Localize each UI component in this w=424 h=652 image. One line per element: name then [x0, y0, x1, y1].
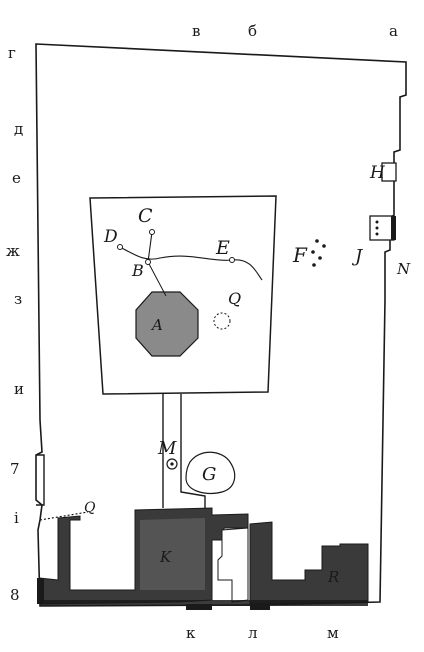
label-seven: 7: [10, 460, 20, 478]
building-middle-gap: [217, 527, 249, 603]
connector-line-a: [147, 261, 167, 297]
dot-f1: [315, 239, 319, 243]
step-segment-2: [250, 604, 270, 610]
dot-f2: [322, 244, 326, 248]
letter-b: B: [131, 261, 144, 280]
building-h: [381, 162, 397, 182]
courtyard: [89, 195, 277, 395]
building-j: [369, 215, 395, 241]
point-c: [149, 229, 155, 235]
label-b: б: [248, 22, 257, 40]
letter-g: G: [202, 464, 216, 485]
j-dot1: [375, 220, 379, 224]
label-l: л: [248, 624, 258, 642]
letter-a: A: [150, 316, 163, 334]
label-m: м: [327, 624, 339, 642]
dot-f4: [318, 256, 322, 260]
dot-f3: [311, 250, 315, 254]
letter-c: C: [138, 205, 153, 227]
label-g: г: [8, 44, 16, 62]
label-zh: ж: [6, 242, 20, 260]
label-k: к: [186, 624, 196, 642]
label-a: а: [389, 22, 398, 40]
letter-e: E: [215, 237, 230, 259]
letter-q-left: Q: [84, 500, 96, 516]
connector-line: [119, 246, 263, 281]
letter-r: R: [327, 568, 339, 586]
point-e: [229, 257, 235, 263]
letter-j: J: [351, 246, 364, 267]
octagon-a: [135, 291, 199, 357]
step-segment: [186, 604, 212, 610]
j-dot3: [375, 232, 379, 236]
left-wall-bar: [37, 578, 44, 604]
bottom-wall: [40, 600, 368, 606]
outer-boundary: [35, 43, 407, 607]
passage: [162, 394, 206, 510]
label-i-dec: i: [14, 509, 19, 527]
label-d: д: [14, 120, 23, 138]
building-west-inner: [140, 518, 205, 590]
dot-f5: [312, 263, 316, 267]
letter-k: K: [159, 548, 172, 566]
left-notch: [36, 454, 45, 506]
label-z: з: [14, 290, 22, 308]
well-m-dot: [170, 462, 174, 466]
blob-g: [185, 451, 236, 495]
letter-m: M: [157, 438, 177, 459]
label-v: в: [192, 22, 200, 40]
letter-f: F: [292, 243, 308, 267]
letter-h: H: [369, 163, 386, 183]
dashed-circle: [213, 312, 231, 330]
label-e: е: [12, 169, 21, 187]
j-dot2: [375, 226, 379, 230]
letter-n: N: [396, 260, 411, 278]
label-i-cyr: и: [14, 380, 24, 398]
letter-q: Q: [228, 289, 241, 308]
connector-line-c: [147, 231, 153, 263]
point-b: [145, 259, 151, 265]
building-middle: [249, 521, 369, 605]
dotted-line: [39, 511, 89, 521]
point-d: [117, 244, 123, 250]
label-eight: 8: [10, 586, 20, 604]
letter-d: D: [103, 227, 118, 247]
building-j-wall: [391, 216, 396, 240]
